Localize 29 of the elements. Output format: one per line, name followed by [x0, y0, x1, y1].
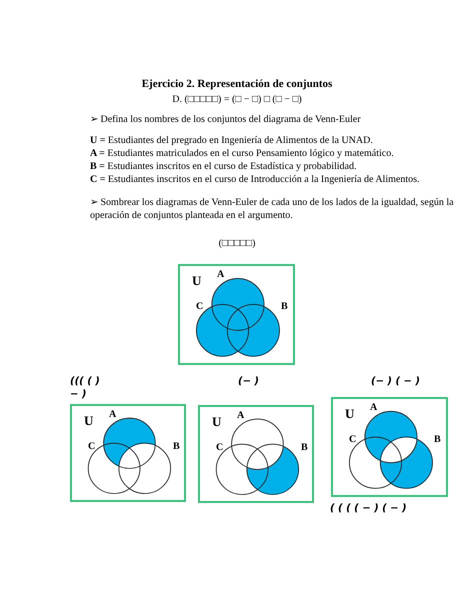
- set-letter: U: [192, 274, 202, 287]
- text-line: A = Estudiantes matriculados en el curso Pensamiento lógico y matemático.: [90, 147, 395, 160]
- set-letter: C: [216, 443, 224, 453]
- set-letter: C: [196, 302, 204, 312]
- text-line: (− ) ( − ): [371, 375, 421, 388]
- set-letter: A: [217, 270, 224, 280]
- set-letter: A: [237, 411, 244, 421]
- set-letter: B: [281, 302, 288, 312]
- text-line: C = Estudiantes inscritos en el curso de Introducción a la Ingeniería de Alimentos.: [90, 173, 420, 186]
- text-line: ➢ Sombrear los diagramas de Venn-Euler de cada uno de los lados de la igualdad, según la operación de conjuntos planteada en el argumento.: [90, 196, 455, 222]
- set-letter: C: [349, 435, 356, 445]
- title: Ejercicio 2. Representación de conjuntos: [140, 77, 334, 92]
- set-letter: A: [109, 410, 116, 420]
- set-letter: U: [212, 415, 222, 428]
- text-line: (− ): [238, 375, 260, 388]
- text-line: ( ( ( ( − ) ( − ): [330, 502, 408, 515]
- text-line: ➢ Defina los nombres de los conjuntos del diagrama de Venn-Euler: [90, 113, 362, 126]
- set-letter: U: [84, 414, 94, 427]
- set-letter: B: [434, 435, 441, 445]
- set-letter: A: [370, 403, 378, 413]
- set-letter: B: [173, 442, 180, 452]
- text-line: U = Estudiantes del pregrado en Ingeniería de Alimentos de la UNAD.: [90, 134, 374, 147]
- text-line: ((( ( ) − ): [70, 375, 101, 401]
- set-letter: B: [301, 443, 308, 453]
- set-letter: U: [345, 407, 354, 420]
- text-line: (□□□□□): [218, 237, 256, 250]
- text-line: B = Estudiantes inscritos en el curso de Estadística y probabilidad.: [90, 160, 358, 173]
- text-line: D. (□□□□□) = (□ − □) □ (□ − □): [171, 93, 303, 106]
- set-letter: C: [88, 442, 96, 452]
